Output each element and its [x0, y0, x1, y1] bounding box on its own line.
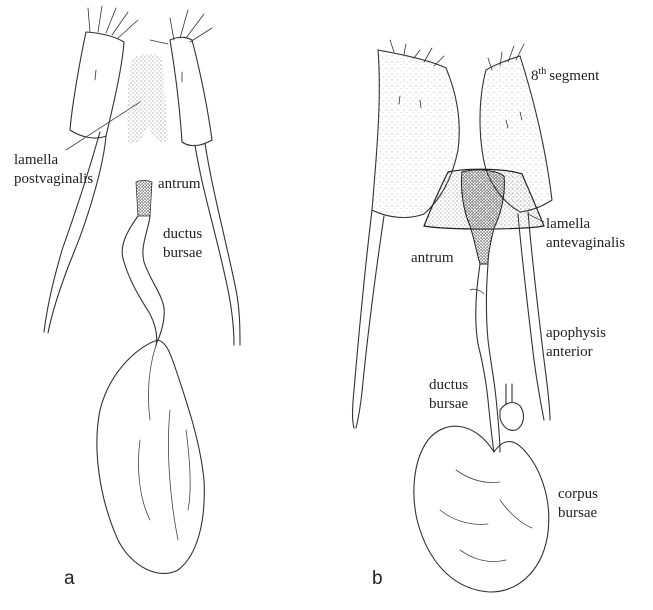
appendix-bursae-b: [500, 403, 523, 431]
ductus-bursae-b: [476, 264, 494, 452]
panel-b-drawing: [353, 40, 553, 592]
label-antrum-b: antrum: [411, 250, 454, 266]
corpus-bursae-b: [414, 426, 549, 592]
panel-label-b: b: [372, 568, 383, 589]
left-papilla-a: [70, 32, 124, 138]
lamella-postvaginalis-a: [127, 54, 168, 145]
label-ductus-bursae-b: ductus bursae: [429, 377, 472, 412]
ductus-bursae-a: [122, 216, 157, 346]
label-antrum-a: antrum: [158, 176, 201, 192]
right-papilla-a: [170, 37, 212, 145]
label-ductus-bursae-a: ductus bursae: [163, 226, 206, 261]
label-corpus-bursae-b: corpus bursae: [558, 486, 602, 521]
label-lamella-antevaginalis-b: lamella antevaginalis: [546, 216, 625, 251]
panel-a-drawing: [44, 6, 240, 573]
antrum-b: [461, 170, 504, 264]
antrum-a: [136, 181, 152, 217]
panel-label-a: a: [64, 568, 75, 589]
label-apophysis-anterior-b: apophysis anterior: [546, 325, 610, 360]
corpus-bursae-a: [97, 340, 204, 573]
label-lamella-postvaginalis-a: lamella postvaginalis: [14, 152, 93, 187]
